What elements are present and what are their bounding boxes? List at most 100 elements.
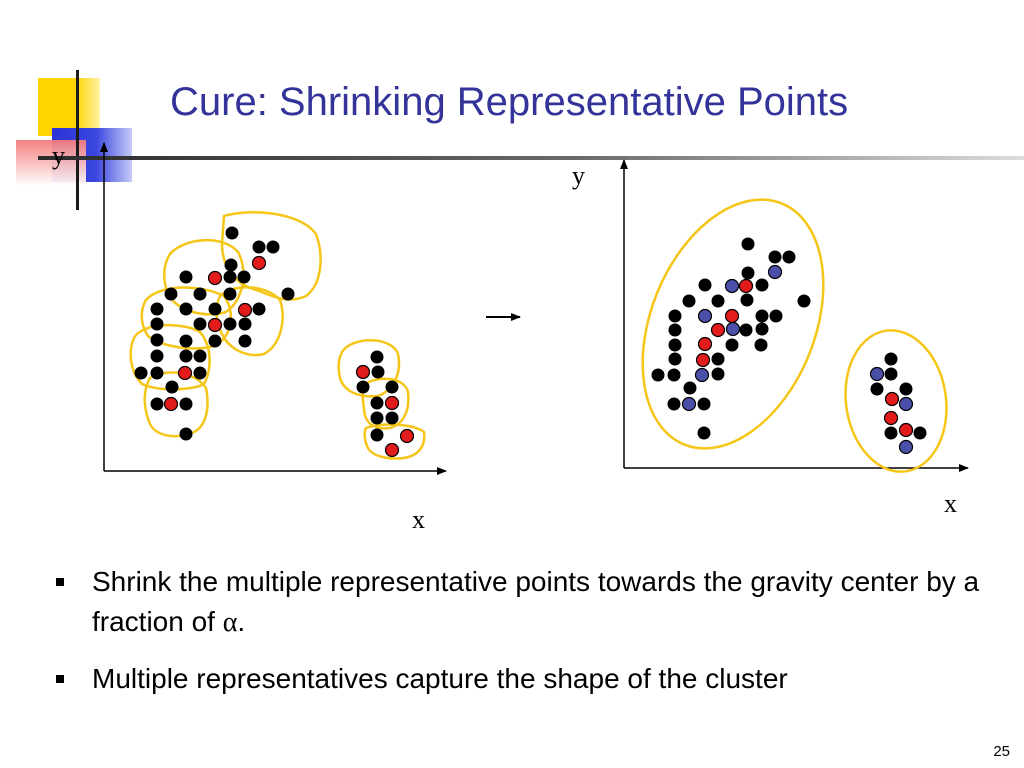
data-point-black (223, 287, 237, 301)
data-point-black (370, 411, 384, 425)
data-point-black (179, 302, 193, 316)
data-point-black (697, 397, 711, 411)
bullet-square-icon (56, 675, 64, 683)
data-point-black (667, 368, 681, 382)
data-point-black (884, 367, 898, 381)
left-panel: y x (52, 141, 447, 534)
data-point-black (884, 426, 898, 440)
data-point-black (741, 266, 755, 280)
data-point-black (651, 368, 665, 382)
data-point-red (251, 255, 267, 271)
data-point-black (238, 334, 252, 348)
data-point-black (697, 426, 711, 440)
data-point-black (755, 309, 769, 323)
data-point-black (179, 349, 193, 363)
data-point-black (237, 270, 251, 284)
left-points (134, 226, 415, 458)
data-point-black (741, 237, 755, 251)
cluster-ellipse (844, 329, 948, 473)
bullet-text: Multiple representatives capture the sha… (92, 663, 788, 694)
data-point-black (754, 338, 768, 352)
data-point-black (682, 294, 696, 308)
slide-number: 25 (993, 743, 1010, 760)
data-point-black (252, 240, 266, 254)
data-point-black (208, 334, 222, 348)
right-x-axis-label: x (944, 489, 957, 518)
data-point-black (797, 294, 811, 308)
data-point-red (898, 422, 914, 438)
data-point-black (179, 427, 193, 441)
data-point-black (870, 382, 884, 396)
data-point-red (207, 317, 223, 333)
slide-title: Cure: Shrinking Representative Points (170, 80, 849, 124)
data-point-black (370, 396, 384, 410)
bullet-suffix: . (237, 606, 246, 637)
data-point-red (237, 302, 253, 318)
cluster-ellipse (641, 198, 825, 450)
data-point-black (385, 411, 399, 425)
data-point-black (238, 317, 252, 331)
data-point-black (370, 350, 384, 364)
data-point-black (725, 338, 739, 352)
data-point-red (695, 352, 711, 368)
data-point-black (266, 240, 280, 254)
data-point-black (150, 366, 164, 380)
data-point-blue (724, 278, 740, 294)
data-point-black (165, 380, 179, 394)
data-point-black (668, 338, 682, 352)
data-point-black (739, 323, 753, 337)
data-point-black (768, 250, 782, 264)
data-point-black (385, 380, 399, 394)
data-point-black (193, 366, 207, 380)
data-point-black (370, 428, 384, 442)
bullet-square-icon (56, 578, 64, 586)
data-point-blue (697, 308, 713, 324)
data-point-black (698, 278, 712, 292)
data-point-black (224, 258, 238, 272)
right-panel: y x (572, 159, 969, 518)
data-point-red (738, 278, 754, 294)
data-point-black (150, 317, 164, 331)
data-point-black (711, 352, 725, 366)
data-point-black (150, 302, 164, 316)
data-point-black (782, 250, 796, 264)
data-point-black (150, 333, 164, 347)
data-point-black (223, 270, 237, 284)
data-point-black (281, 287, 295, 301)
data-point-blue (767, 264, 783, 280)
data-point-black (769, 309, 783, 323)
data-point-black (193, 317, 207, 331)
cluster-outline (337, 339, 401, 398)
bullet-list: Shrink the multiple representative point… (52, 562, 992, 715)
left-y-axis-label: y (52, 141, 65, 170)
data-point-red (710, 322, 726, 338)
data-point-red (697, 336, 713, 352)
title-underline (38, 156, 1024, 160)
data-point-black (208, 302, 222, 316)
data-point-blue (869, 366, 885, 382)
data-point-black (252, 302, 266, 316)
cluster-outline (361, 377, 410, 430)
left-x-axis-label: x (412, 505, 425, 534)
data-point-black (164, 287, 178, 301)
data-point-black (134, 366, 148, 380)
data-point-black (711, 367, 725, 381)
data-point-black (150, 397, 164, 411)
data-point-black (371, 365, 385, 379)
data-point-black (755, 278, 769, 292)
data-point-black (755, 322, 769, 336)
cluster-outline (363, 423, 426, 460)
decor-red-square (16, 140, 86, 186)
data-point-black (150, 349, 164, 363)
data-point-black (884, 352, 898, 366)
data-point-blue (725, 321, 741, 337)
data-point-red (384, 395, 400, 411)
data-point-black (356, 380, 370, 394)
data-point-blue (898, 396, 914, 412)
decor-yellow-square (38, 78, 100, 136)
data-point-black (899, 382, 913, 396)
data-point-black (179, 334, 193, 348)
cluster-outline (220, 211, 322, 301)
data-point-blue (694, 367, 710, 383)
